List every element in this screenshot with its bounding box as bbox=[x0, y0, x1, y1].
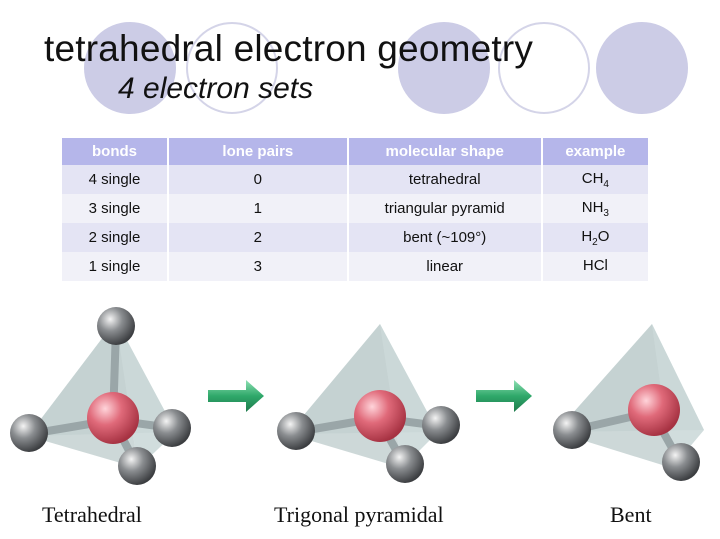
cell-bonds: 3 single bbox=[62, 194, 170, 223]
formula-main: CH bbox=[581, 169, 604, 187]
cell-lone-pairs: 0 bbox=[169, 165, 349, 194]
table-header-row: bonds lone pairs molecular shape example bbox=[62, 138, 648, 165]
table-row: 2 single 2 bent (~109°) H2O bbox=[62, 223, 648, 252]
table-row: 4 single 0 tetrahedral CH4 bbox=[62, 165, 648, 194]
tetrahedron-face-right bbox=[652, 324, 704, 468]
molecule-figure bbox=[10, 307, 704, 485]
cell-lone-pairs: 1 bbox=[169, 194, 349, 223]
arrow-right-icon bbox=[476, 380, 532, 412]
cell-bonds: 4 single bbox=[62, 165, 170, 194]
central-atom bbox=[87, 392, 139, 444]
geometry-table: bonds lone pairs molecular shape example… bbox=[62, 138, 648, 281]
outer-atom bbox=[422, 406, 460, 444]
outer-atom bbox=[153, 409, 191, 447]
central-atom bbox=[354, 390, 406, 442]
decor-circle-3 bbox=[596, 22, 688, 114]
outer-atom bbox=[386, 445, 424, 483]
cell-bonds: 2 single bbox=[62, 223, 170, 252]
decor-ring-1 bbox=[186, 22, 278, 114]
decor-ring-2 bbox=[498, 22, 590, 114]
slide-title: tetrahedral electron geometry bbox=[44, 28, 534, 69]
formula-main: HCl bbox=[582, 256, 608, 274]
outer-atom bbox=[553, 411, 591, 449]
caption-trigonal-pyramidal: Trigonal pyramidal bbox=[274, 502, 444, 527]
formula-tail: O bbox=[597, 227, 610, 245]
header-molecular-shape: molecular shape bbox=[348, 138, 543, 165]
formula-main: H bbox=[581, 227, 593, 245]
bent-molecule bbox=[553, 324, 704, 481]
formula-subscript: 4 bbox=[603, 178, 609, 190]
header-example: example bbox=[542, 138, 648, 165]
arrow-right-icon bbox=[208, 380, 264, 412]
header-lone-pairs: lone pairs bbox=[169, 138, 349, 165]
header-bonds: bonds bbox=[62, 138, 170, 165]
table-row: 3 single 1 triangular pyramid NH3 bbox=[62, 194, 648, 223]
cell-lone-pairs: 2 bbox=[169, 223, 349, 252]
decor-circle-1 bbox=[84, 22, 176, 114]
outer-atom bbox=[277, 412, 315, 450]
formula-main: NH bbox=[581, 198, 604, 216]
cell-lone-pairs: 3 bbox=[169, 252, 349, 281]
cell-example: HCl bbox=[542, 252, 648, 281]
slide-subtitle: 4 electron sets bbox=[118, 72, 314, 105]
caption-tetrahedral: Tetrahedral bbox=[42, 502, 142, 527]
outer-atom bbox=[97, 307, 135, 345]
decor-circle-2 bbox=[398, 22, 490, 114]
table-row: 1 single 3 linear HCl bbox=[62, 252, 648, 281]
formula-subscript: 2 bbox=[592, 236, 598, 248]
cell-shape: linear bbox=[348, 252, 543, 281]
cell-example: NH3 bbox=[542, 194, 648, 223]
tetrahedral-molecule bbox=[10, 307, 191, 485]
cell-shape: tetrahedral bbox=[348, 165, 543, 194]
outer-atom bbox=[10, 414, 48, 452]
cell-shape: triangular pyramid bbox=[348, 194, 543, 223]
outer-atom bbox=[662, 443, 700, 481]
cell-shape: bent (~109°) bbox=[348, 223, 543, 252]
central-atom bbox=[628, 384, 680, 436]
caption-bent: Bent bbox=[610, 502, 652, 527]
cell-example: CH4 bbox=[542, 165, 648, 194]
trigonal-pyramidal-molecule bbox=[277, 324, 460, 483]
cell-example: H2O bbox=[542, 223, 648, 252]
outer-atom bbox=[118, 447, 156, 485]
cell-bonds: 1 single bbox=[62, 252, 170, 281]
formula-subscript: 3 bbox=[603, 207, 609, 219]
